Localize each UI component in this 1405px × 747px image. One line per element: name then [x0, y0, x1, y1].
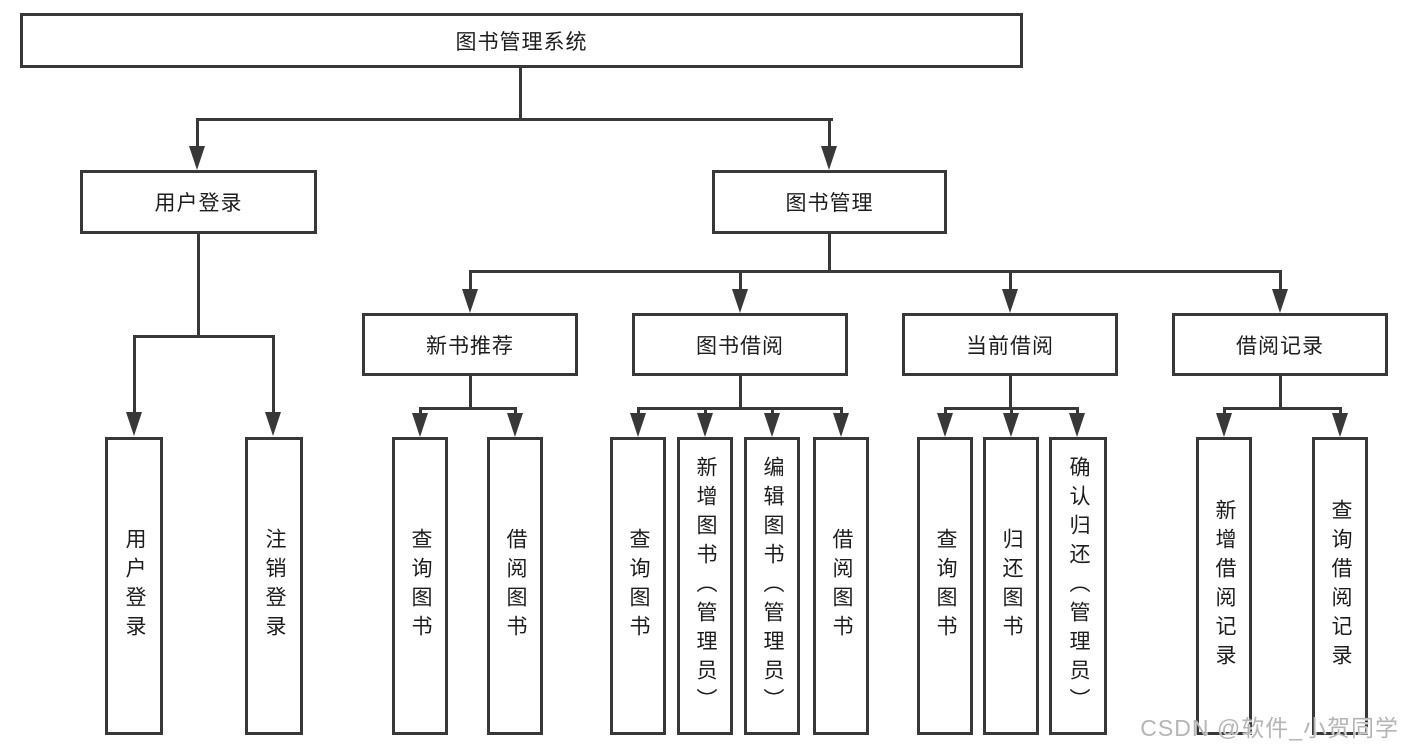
leaf-br-query-record-label: 查询借阅记录: [1329, 499, 1352, 673]
leaf-br-query-record: 查询借阅记录: [1312, 437, 1368, 735]
node-book-management-label: 图书管理: [785, 192, 874, 215]
connector-stem-nbr-borrow: [514, 407, 517, 415]
connector-stem-leaf-user-login: [133, 335, 136, 414]
leaf-bb-add-book-admin-label: 新增图书（管理员）: [694, 455, 717, 717]
leaf-cb-query-book-label: 查询图书: [934, 528, 957, 644]
arrowhead-cb-confirm: [1069, 413, 1085, 437]
arrowhead-leaf-user-login: [126, 412, 142, 436]
arrowhead-nbr-borrow: [507, 413, 523, 437]
arrowhead-leaf-logout: [265, 412, 281, 436]
connector-br-stub: [1279, 376, 1282, 407]
leaf-nbr-borrow-book-label: 借阅图书: [504, 528, 527, 644]
connector-root-stub: [519, 68, 522, 118]
node-book-borrow-label: 图书借阅: [696, 334, 784, 358]
arrowhead-bb-edit: [764, 413, 780, 437]
leaf-bb-borrow-book-label: 借阅图书: [830, 528, 853, 644]
connector-stem-nbr-query: [419, 407, 422, 415]
csdn-watermark: CSDN @软件_小贺同学: [1140, 715, 1399, 741]
leaf-bb-edit-book-admin: 编辑图书（管理员）: [744, 437, 800, 735]
leaf-logout-label: 注销登录: [263, 528, 286, 644]
connector-bb-stub: [739, 376, 742, 407]
arrowhead-user-login: [189, 146, 205, 170]
connector-stem-new-book-recommend: [469, 270, 472, 292]
connector-level2-bus: [196, 118, 833, 121]
node-current-borrow: 当前借阅: [902, 313, 1118, 376]
node-user-login: 用户登录: [80, 170, 317, 234]
leaf-nbr-query-book: 查询图书: [392, 437, 448, 735]
arrowhead-nbr-query: [412, 413, 428, 437]
connector-stem-bb-borrow: [840, 407, 843, 415]
node-new-book-recommend-label: 新书推荐: [426, 334, 514, 358]
node-borrow-records: 借阅记录: [1172, 313, 1388, 376]
leaf-logout: 注销登录: [245, 437, 303, 735]
leaf-bb-query-book: 查询图书: [610, 437, 666, 735]
arrowhead-borrow-records: [1272, 289, 1288, 313]
node-current-borrow-label: 当前借阅: [966, 334, 1054, 358]
connector-stem-cb-return: [1010, 407, 1013, 415]
leaf-nbr-borrow-book: 借阅图书: [487, 437, 543, 735]
connector-stem-borrow-records: [1279, 270, 1282, 292]
connector-user-login-stub: [197, 234, 200, 335]
arrowhead-br-query: [1332, 413, 1348, 437]
leaf-cb-confirm-return-admin-label: 确认归还（管理员）: [1067, 455, 1090, 717]
leaf-bb-borrow-book: 借阅图书: [813, 437, 869, 735]
connector-stem-br-add: [1223, 407, 1226, 415]
connector-stem-leaf-logout: [272, 335, 275, 414]
node-book-borrow: 图书借阅: [632, 313, 848, 376]
node-borrow-records-label: 借阅记录: [1236, 334, 1324, 358]
arrowhead-bb-borrow: [833, 413, 849, 437]
arrowhead-bb-add: [697, 413, 713, 437]
connector-book-management-stub: [828, 234, 831, 270]
leaf-nbr-query-book-label: 查询图书: [409, 528, 432, 644]
arrowhead-book-management: [821, 146, 837, 170]
connector-bb-bus: [637, 407, 843, 410]
arrowhead-bb-query: [630, 413, 646, 437]
leaf-bb-add-book-admin: 新增图书（管理员）: [677, 437, 733, 735]
connector-nbr-bus: [419, 407, 517, 410]
leaf-user-login-label: 用户登录: [123, 528, 146, 644]
connector-cb-stub: [1009, 376, 1012, 407]
arrowhead-book-borrow: [732, 289, 748, 313]
leaf-cb-return-book-label: 归还图书: [1000, 528, 1023, 644]
connector-stem-cb-query: [944, 407, 947, 415]
leaf-user-login: 用户登录: [105, 437, 163, 735]
leaf-br-add-record-label: 新增借阅记录: [1213, 499, 1236, 673]
leaf-cb-query-book: 查询图书: [917, 437, 973, 735]
leaf-br-add-record: 新增借阅记录: [1196, 437, 1252, 735]
node-root-label: 图书管理系统: [455, 30, 588, 54]
connector-stem-user-login: [196, 118, 199, 150]
node-root: 图书管理系统: [20, 13, 1023, 68]
arrowhead-cb-return: [1003, 413, 1019, 437]
arrowhead-cb-query: [937, 413, 953, 437]
connector-nbr-stub: [469, 376, 472, 407]
node-new-book-recommend: 新书推荐: [362, 313, 578, 376]
leaf-cb-confirm-return-admin: 确认归还（管理员）: [1049, 437, 1107, 735]
connector-level3-bus: [469, 270, 1282, 273]
node-book-management: 图书管理: [712, 170, 947, 234]
node-user-login-label: 用户登录: [154, 192, 243, 215]
leaf-bb-query-book-label: 查询图书: [627, 528, 650, 644]
arrowhead-current-borrow: [1002, 289, 1018, 313]
connector-stem-book-borrow: [739, 270, 742, 292]
connector-stem-book-management: [828, 118, 831, 150]
arrowhead-new-book-recommend: [462, 289, 478, 313]
arrowhead-br-add: [1216, 413, 1232, 437]
leaf-bb-edit-book-admin-label: 编辑图书（管理员）: [761, 455, 784, 717]
connector-stem-current-borrow: [1009, 270, 1012, 292]
connector-stem-bb-add: [704, 407, 707, 415]
connector-br-bus: [1223, 407, 1341, 410]
connector-stem-cb-confirm: [1076, 407, 1079, 415]
connector-stem-bb-query: [637, 407, 640, 415]
connector-user-login-bus: [133, 335, 275, 338]
connector-stem-br-query: [1339, 407, 1342, 415]
leaf-cb-return-book: 归还图书: [983, 437, 1039, 735]
connector-stem-bb-edit: [771, 407, 774, 415]
